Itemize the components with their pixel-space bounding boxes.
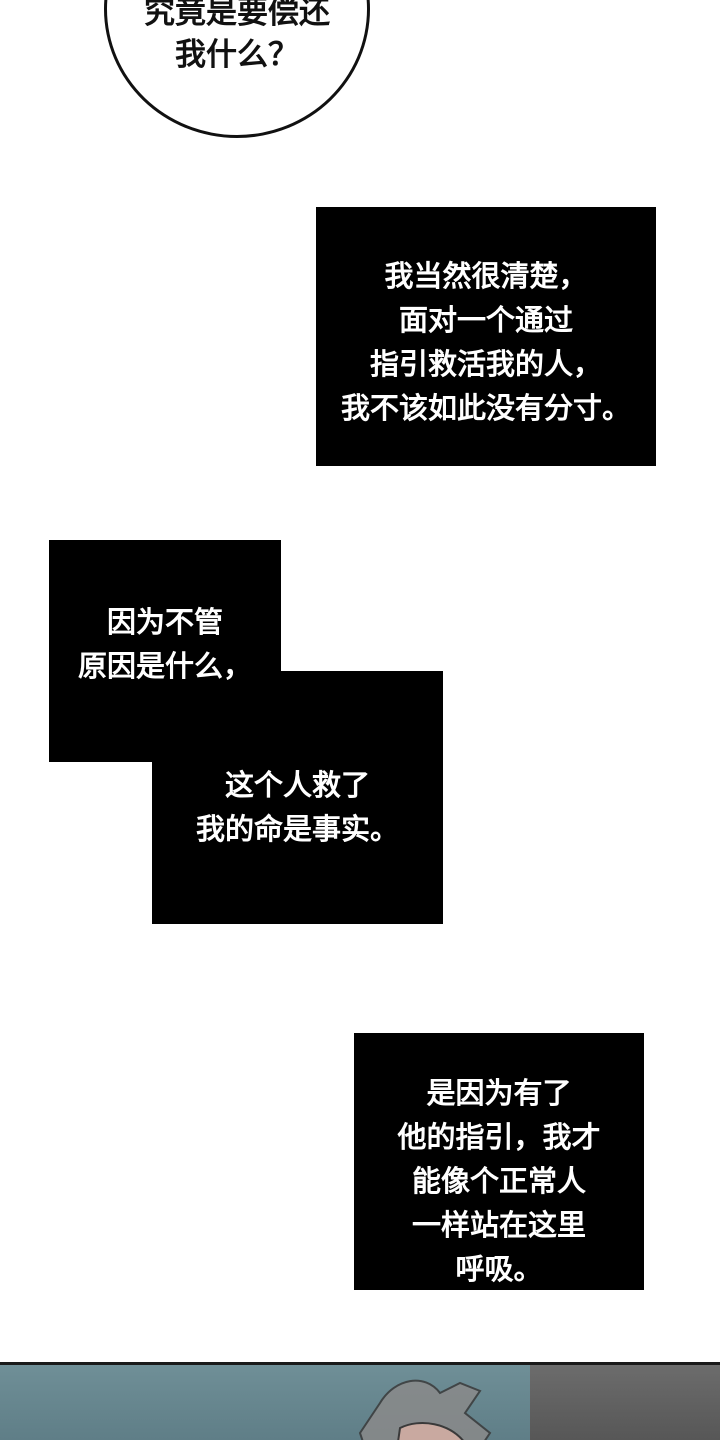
bottom-panel-art [0,1362,720,1440]
narration-text-1: 我当然很清楚， 面对一个通过 指引救活我的人， 我不该如此没有分寸。 [340,259,631,425]
narration-text-3: 是因为有了 他的指引，我才 能像个正常人 一样站在这里 呼吸。 [397,1076,601,1286]
narration-text-2a: 因为不管 原因是什么， [77,605,252,683]
bottom-panel-dark-block [530,1365,720,1440]
narration-text-2b: 这个人救了 我的命是事实。 [195,768,399,846]
narration-box-2a: 因为不管 原因是什么， [49,540,281,762]
narration-box-1: 我当然很清楚， 面对一个通过 指引救活我的人， 我不该如此没有分寸。 [316,207,656,466]
speech-bubble-text: 究竟是要偿还 我什么？ [144,0,330,73]
bottom-panel-figure [358,1379,492,1440]
narration-box-3: 是因为有了 他的指引，我才 能像个正常人 一样站在这里 呼吸。 [354,1033,644,1290]
